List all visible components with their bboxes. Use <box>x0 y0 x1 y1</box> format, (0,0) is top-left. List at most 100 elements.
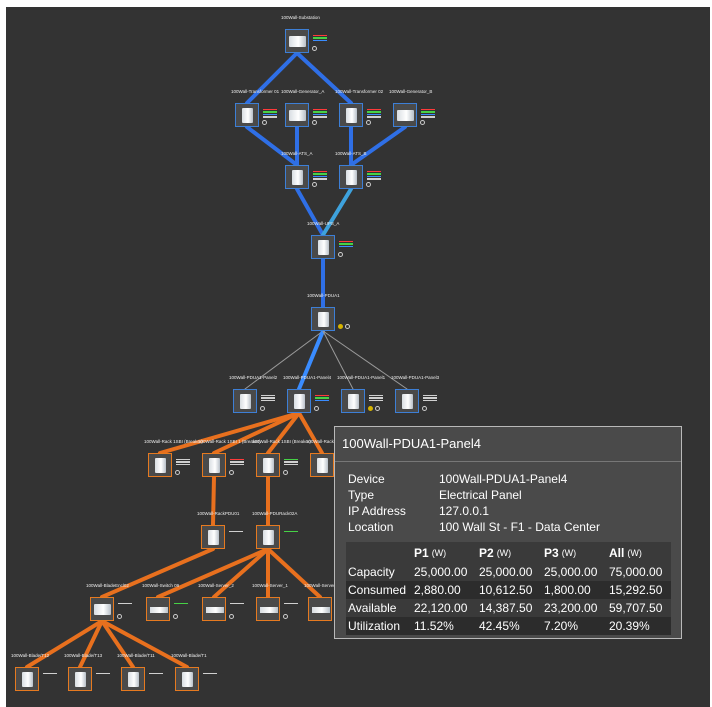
device-icon-frame[interactable] <box>310 453 334 477</box>
device-icon-frame[interactable] <box>68 667 92 691</box>
info-icon[interactable] <box>173 614 178 619</box>
info-icon[interactable] <box>175 470 180 475</box>
info-icon[interactable] <box>314 406 319 411</box>
info-icon[interactable] <box>422 406 427 411</box>
phase-bar <box>313 178 327 180</box>
node-label: 100Wall-PDURack02A <box>252 511 298 516</box>
phase-bar <box>263 109 277 111</box>
info-icon[interactable] <box>366 182 371 187</box>
warning-icon[interactable] <box>368 406 373 411</box>
info-icon[interactable] <box>312 182 317 187</box>
device-icon-frame[interactable] <box>285 165 309 189</box>
device-icon-frame[interactable] <box>287 389 311 413</box>
connection-panel4-rack3 <box>266 411 301 455</box>
phase-bar <box>369 397 383 399</box>
device-icon-frame[interactable] <box>256 525 280 549</box>
device-icon-frame[interactable] <box>285 29 309 53</box>
device-icon-frame[interactable] <box>15 667 39 691</box>
phase-bar <box>284 463 298 466</box>
device-icon-frame[interactable] <box>233 389 257 413</box>
info-icon[interactable] <box>283 470 288 475</box>
info-icon[interactable] <box>312 46 317 51</box>
connection-panel4-rack1 <box>158 411 301 455</box>
node-label: 100Wall-Blade/T13 <box>64 653 103 658</box>
device-icon-frame[interactable] <box>175 667 199 691</box>
phase-bar <box>230 461 244 463</box>
phase-bar <box>367 178 381 180</box>
info-icon[interactable] <box>420 120 425 125</box>
warning-icon[interactable] <box>338 324 343 329</box>
info-icon[interactable] <box>229 614 234 619</box>
device-icon-frame[interactable] <box>201 525 225 549</box>
device-icon-frame[interactable] <box>256 597 280 621</box>
info-icon[interactable] <box>312 120 317 125</box>
phase-load-bars <box>261 395 275 402</box>
device-icon-frame[interactable] <box>202 453 226 477</box>
info-icon[interactable] <box>229 470 234 475</box>
phase-bar <box>284 459 298 461</box>
phase-bar <box>284 531 298 533</box>
info-icon[interactable] <box>366 120 371 125</box>
cell: 14,387.50 <box>479 601 533 615</box>
node-label: 100Wall-Rack 1SBI (Breaker) <box>252 439 311 444</box>
node-label: 100Wall-PDUA1-Panel3 <box>391 375 440 380</box>
phase-bar <box>367 173 381 175</box>
device-icon-frame[interactable] <box>146 597 170 621</box>
phase-bar <box>263 116 277 118</box>
row-label: Consumed <box>346 581 412 599</box>
info-icon[interactable] <box>260 406 265 411</box>
device-icon-frame[interactable] <box>256 453 280 477</box>
device-icon-frame[interactable] <box>90 597 114 621</box>
info-icon[interactable] <box>117 614 122 619</box>
phase-bar <box>313 113 327 116</box>
phase-load-bars <box>284 531 298 533</box>
node-label: 100Wall-Rack 1SBI 1 (Breaker) <box>198 439 261 444</box>
phase-bar <box>313 171 327 173</box>
phase-bar <box>313 175 327 178</box>
connection-rackpdu2-server3 <box>266 547 322 599</box>
device-icon-frame[interactable] <box>308 597 332 621</box>
cabinet-icon <box>242 108 253 123</box>
phase-load-bars <box>313 171 327 181</box>
device-icon-frame[interactable] <box>121 667 145 691</box>
cabinet-icon <box>346 108 357 123</box>
phase-bar <box>367 175 381 178</box>
phase-bar <box>367 116 381 118</box>
device-icon-frame[interactable] <box>148 453 172 477</box>
connection-pdua1-panel2 <box>244 330 324 390</box>
connection-substation-transformer01 <box>245 51 299 105</box>
info-icon[interactable] <box>338 252 343 257</box>
cell: 59,707.50 <box>609 601 663 615</box>
phase-bar <box>315 397 329 399</box>
device-icon-frame[interactable] <box>311 235 335 259</box>
device-icon-frame[interactable] <box>311 307 335 331</box>
cell: 25,000.00 <box>479 565 533 579</box>
device-icon-frame[interactable] <box>235 103 259 127</box>
device-icon-frame[interactable] <box>202 597 226 621</box>
phase-bar <box>315 399 329 402</box>
device-icon-frame[interactable] <box>393 103 417 127</box>
info-icon[interactable] <box>345 324 350 329</box>
row-label: Available <box>348 601 397 615</box>
phase-bar <box>261 399 275 402</box>
equipment-icon <box>289 36 306 47</box>
device-icon-frame[interactable] <box>339 103 363 127</box>
device-icon-frame[interactable] <box>339 165 363 189</box>
device-icon-frame[interactable] <box>285 103 309 127</box>
equipment-icon <box>397 110 414 121</box>
phase-bar <box>313 116 327 118</box>
info-icon[interactable] <box>375 406 380 411</box>
info-icon[interactable] <box>262 120 267 125</box>
phase-bar <box>261 395 275 397</box>
device-icon-frame[interactable] <box>395 389 419 413</box>
cabinet-icon <box>208 530 219 545</box>
device-icon-frame[interactable] <box>341 389 365 413</box>
connection-panel4-rack2 <box>212 411 301 455</box>
cabinet-icon <box>294 394 305 409</box>
info-icon[interactable] <box>283 614 288 619</box>
connection-pdua1-panel1 <box>322 330 354 390</box>
phase-load-bars <box>339 241 353 248</box>
phase-bar <box>229 531 243 533</box>
node-label: 100Wall-Substation <box>281 15 320 20</box>
